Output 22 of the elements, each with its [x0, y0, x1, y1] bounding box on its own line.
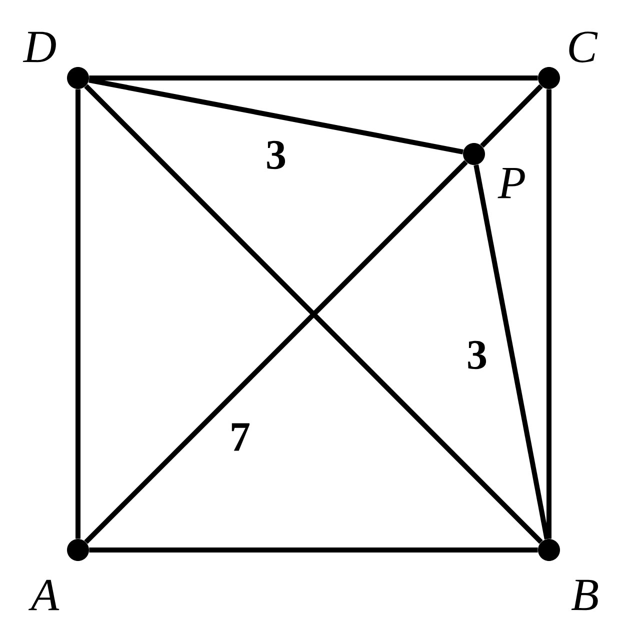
- point-label: P: [498, 168, 525, 198]
- length-label: 7: [232, 423, 250, 451]
- point-label: D: [22, 32, 56, 62]
- line-segment: [480, 84, 543, 148]
- point-dot: [67, 539, 89, 561]
- line-segment: [546, 89, 552, 539]
- point-dot: [538, 67, 560, 89]
- line-segment: [88, 78, 464, 154]
- point-dot: [463, 143, 485, 165]
- line-segment: [474, 164, 550, 540]
- line-segment: [89, 548, 538, 552]
- line-segment: [84, 84, 543, 544]
- point-label: C: [569, 32, 598, 62]
- point-label: B: [571, 580, 598, 610]
- length-label: 3: [468, 340, 486, 370]
- length-label: 3: [267, 140, 286, 170]
- line-segment: [76, 89, 80, 539]
- point-dot: [538, 539, 560, 561]
- line-segment: [84, 160, 468, 544]
- point-label: A: [28, 580, 60, 610]
- line-segment: [89, 76, 538, 80]
- point-dot: [67, 67, 89, 89]
